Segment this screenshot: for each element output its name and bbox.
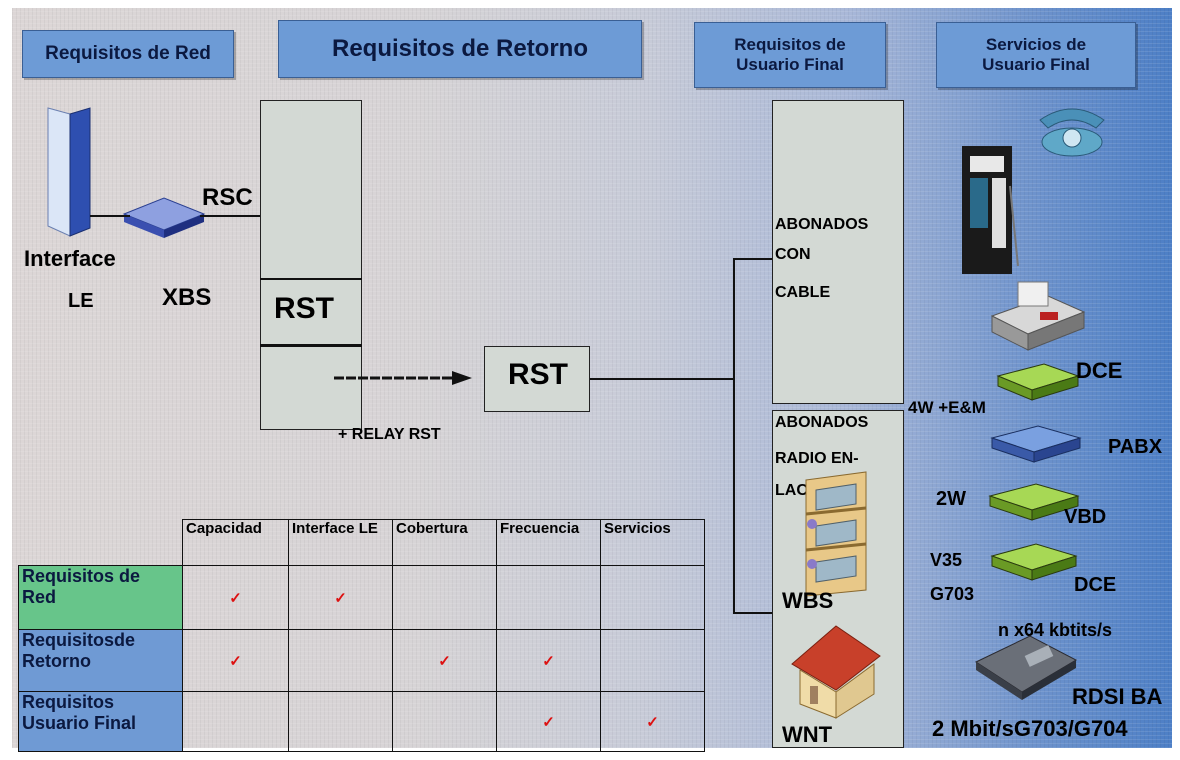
cell-check: ✓ [288,565,393,630]
connector-bus-cable [733,258,773,260]
diagram-canvas: Requisitos de Red Requisitos de Retorno … [12,8,1172,752]
xbs-device-icon [122,197,206,238]
connector-server-xbs [90,215,130,217]
column-header-capacidad: Capacidad [182,519,289,566]
column-header-frecuencia: Frecuencia [496,519,601,566]
label-vbd: VBD [1064,506,1107,528]
cell-empty [496,565,601,630]
label-pabx: PABX [1108,436,1163,458]
label-le: LE [68,290,94,312]
header-requisitos-retorno: Requisitos de Retorno [278,20,642,78]
label-dce-2: DCE [1074,574,1117,596]
label-2w: 2W [936,488,966,510]
wbs-building-icon [805,471,867,597]
cell-empty [288,691,393,752]
dce-device-2-icon [990,543,1078,581]
cell-check: ✓ [600,691,705,752]
cell-empty [182,691,289,752]
connector-rst-usuario [590,378,734,380]
cell-check: ✓ [182,565,289,630]
label-v35: V35 [930,550,963,570]
cell-empty [392,565,497,630]
fax-machine-icon [990,281,1086,351]
cell-check: ✓ [496,691,601,752]
label-wbs: WBS [782,588,834,613]
row-header-requisitos-usuario-final: Requisitos Usuario Final [18,691,183,752]
cell-empty [392,691,497,752]
label-xbs: XBS [162,284,212,311]
label-abonados-radio-1: ABONADOS [775,414,869,431]
table-header-row: Capacidad Interface LE Cobertura Frecuen… [19,519,705,566]
payphone-icon [962,146,1019,274]
table-row: Requisitos de Red ✓ ✓ [18,565,705,630]
label-g703: G703 [930,584,975,604]
cell-check: ✓ [182,629,289,692]
row-header-requisitos-red: Requisitos de Red [18,565,183,630]
table-row: Requisitos Usuario Final ✓ ✓ [18,691,705,752]
isdn-phone-icon [974,635,1078,700]
cell-empty [600,629,705,692]
label-rsc: RSC [202,184,253,211]
label-rst-box: RST [274,292,334,325]
telephone-icon [1039,108,1105,157]
requirements-table: Capacidad Interface LE Cobertura Frecuen… [18,519,705,752]
label-interface: Interface [24,246,116,271]
label-4w-em: 4W +E&M [908,398,986,417]
pabx-device-icon [990,425,1082,463]
header-servicios-usuario-final: Servicios de Usuario Final [936,22,1136,88]
label-wnt: WNT [782,722,833,747]
abonados-cable-box [772,100,904,404]
retorno-divider-bottom [260,344,362,347]
server-icon [47,107,91,237]
column-header-cobertura: Cobertura [392,519,497,566]
label-relay-rst: + RELAY RST [338,426,441,443]
table-corner [19,520,183,566]
rst-outer-box [484,346,590,412]
header-requisitos-usuario-final: Requisitos de Usuario Final [694,22,886,88]
label-rst-outer: RST [508,358,568,391]
connector-bus-wbs [733,612,779,614]
label-abonados-cable-2: CON [775,246,811,263]
cell-check: ✓ [392,629,497,692]
label-dce-1: DCE [1076,358,1123,383]
vbd-device-icon [988,483,1080,521]
cell-empty [288,629,393,692]
column-header-servicios: Servicios [600,519,705,566]
label-nx64: n x64 kbtits/s [998,620,1113,640]
header-requisitos-red: Requisitos de Red [22,30,234,78]
row-header-requisitos-retorno: Requisitosde Retorno [18,629,183,692]
table-row: Requisitosde Retorno ✓ ✓ ✓ [18,629,705,692]
label-abonados-radio-2: RADIO EN- [775,450,859,467]
cell-empty [600,565,705,630]
relay-arrow [334,371,472,385]
bus-vertical [733,258,735,614]
label-2mbit: 2 Mbit/sG703/G704 [932,716,1128,741]
column-header-interface-le: Interface LE [288,519,393,566]
retorno-divider-top [260,278,362,280]
label-rdsi-ba: RDSI BA [1072,684,1163,709]
label-abonados-cable-1: ABONADOS [775,216,869,233]
label-abonados-cable-3: CABLE [775,284,831,301]
dce-device-icon [996,363,1080,401]
retorno-column-box [260,100,362,430]
connector-xbs-rsc [200,215,260,217]
wnt-house-icon [791,625,881,719]
cell-check: ✓ [496,629,601,692]
